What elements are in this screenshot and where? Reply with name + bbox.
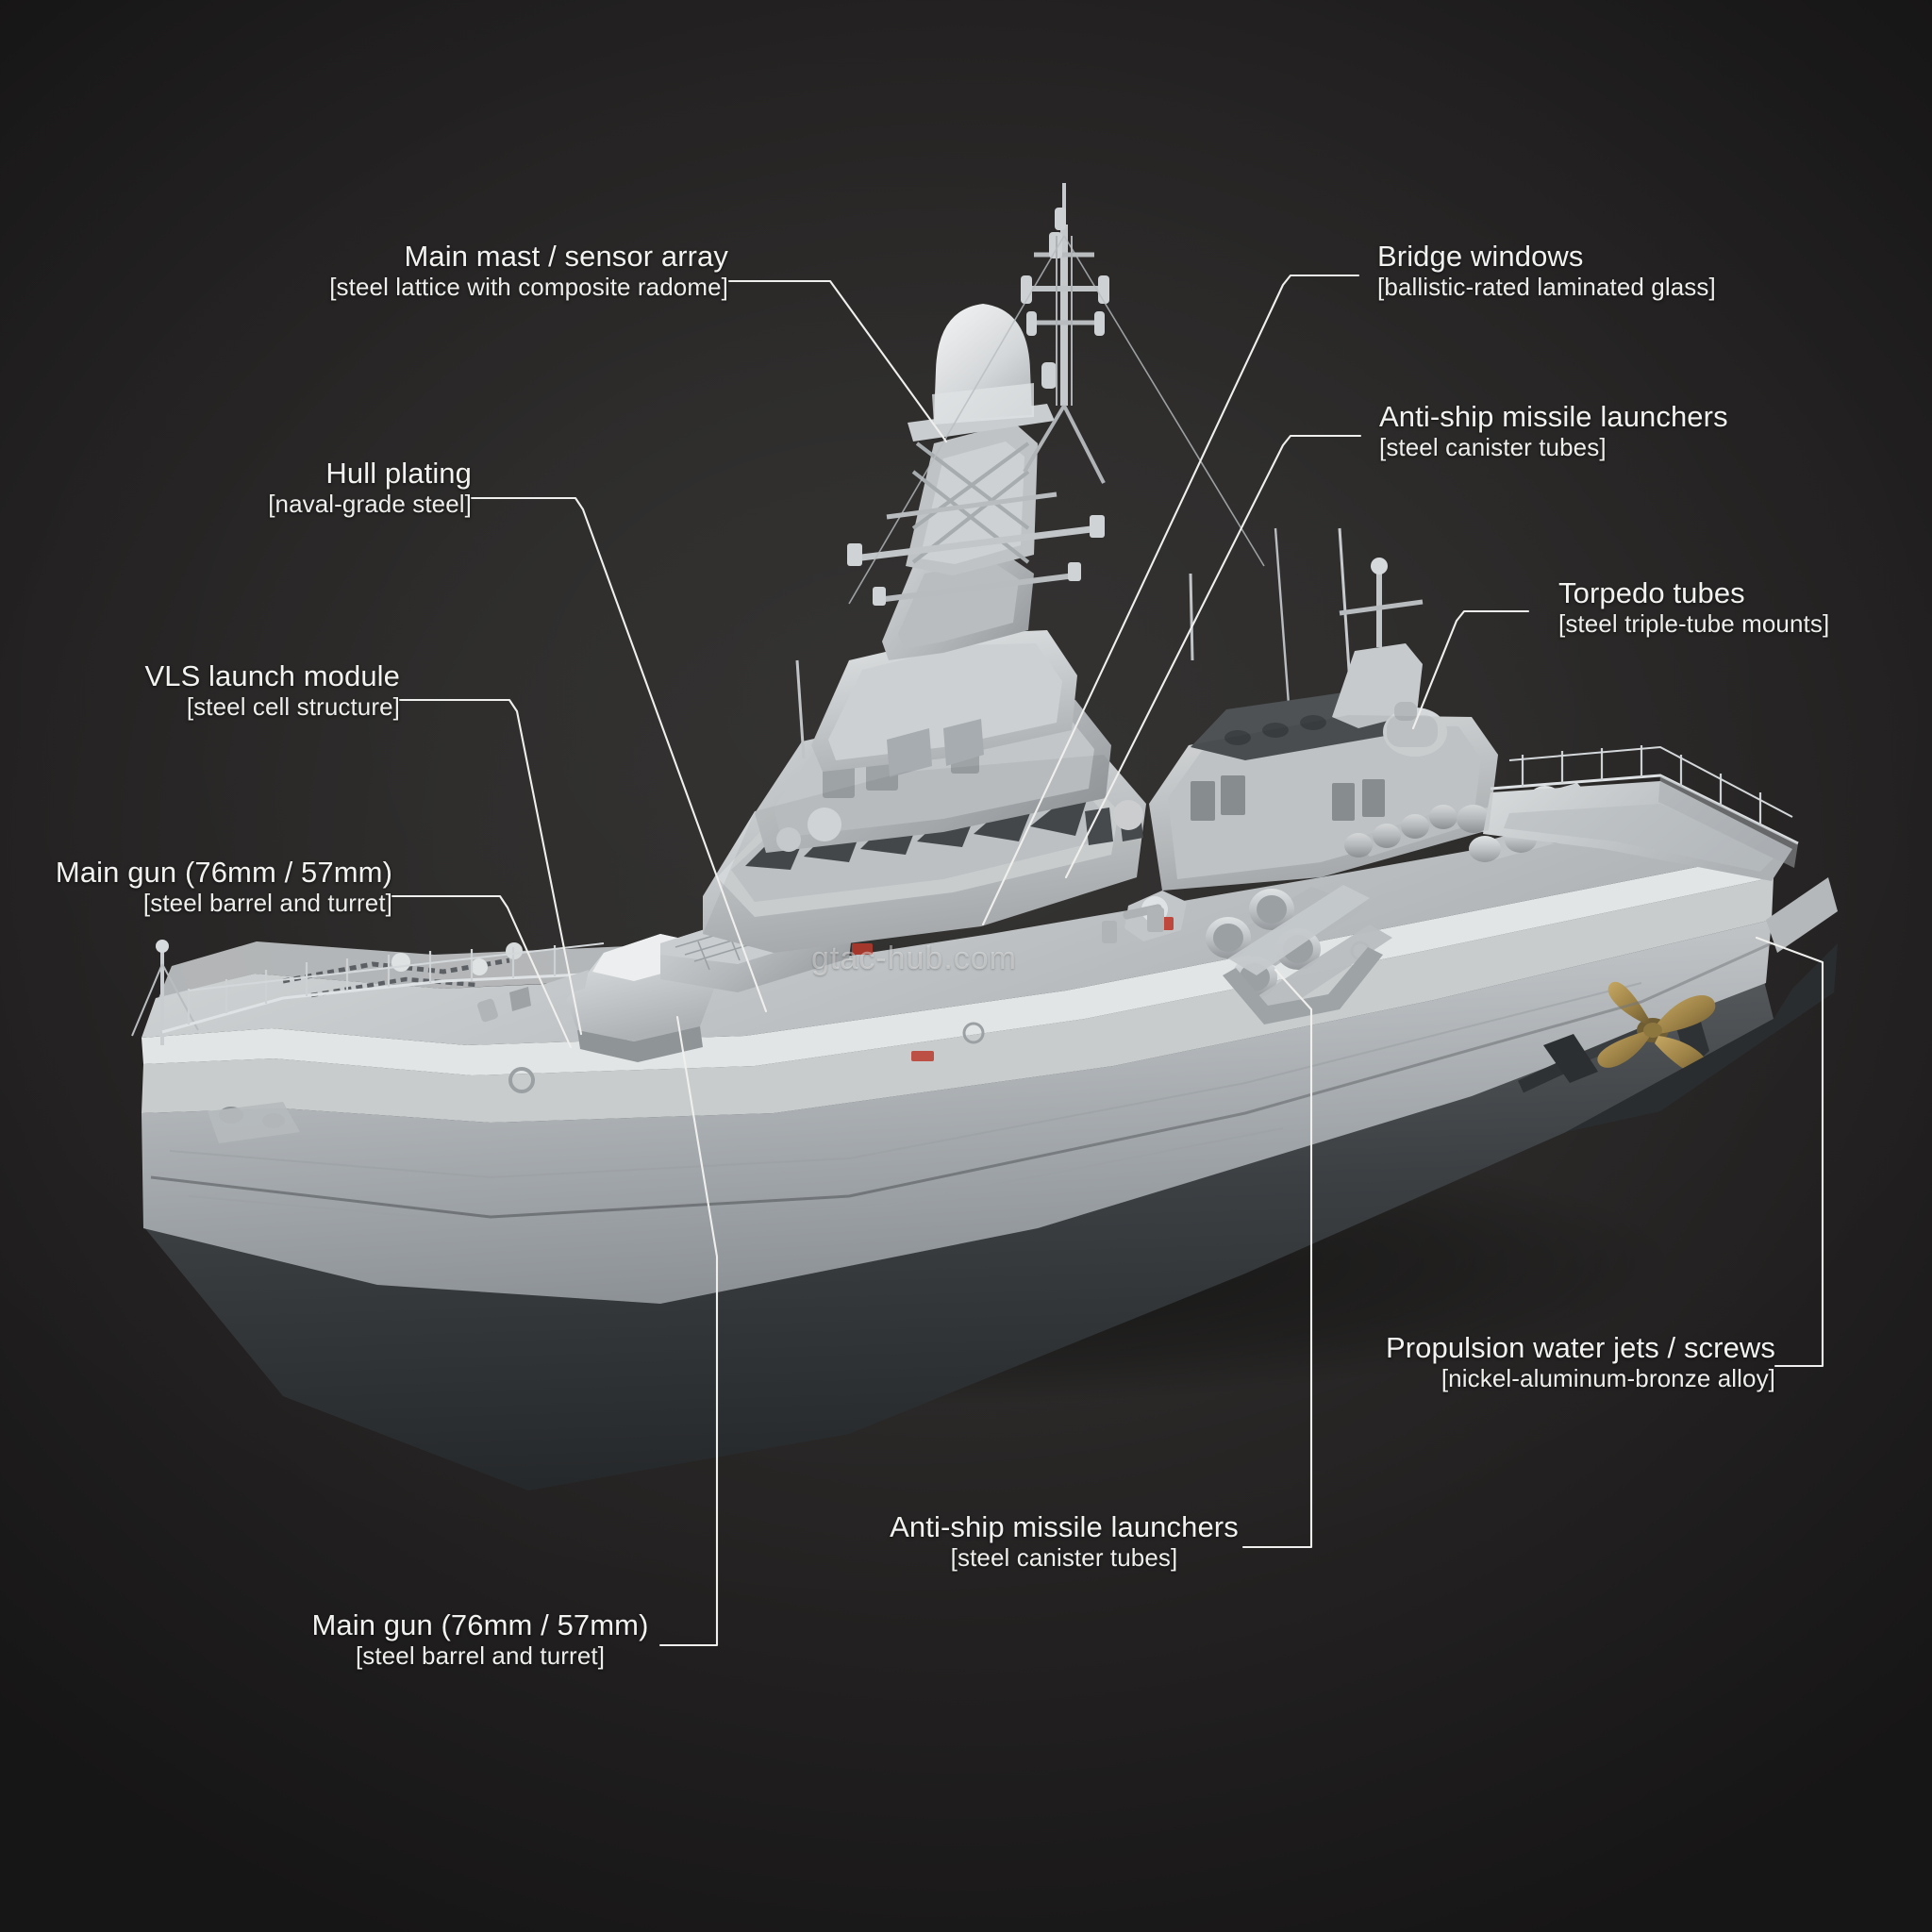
annotation-title: Propulsion water jets / screws [1385, 1331, 1775, 1364]
annotation-title: Bridge windows [1377, 240, 1584, 273]
annotation-title: Anti-ship missile launchers [890, 1510, 1239, 1543]
annotation-material: [nickel-aluminum-bronze alloy] [1441, 1363, 1775, 1392]
annotation-title: Hull plating [325, 457, 472, 490]
annotation-material: [steel barrel and turret] [142, 888, 392, 917]
annotation-title: Main gun (76mm / 57mm) [55, 856, 392, 889]
annotation-title: Anti-ship missile launchers [1379, 400, 1728, 433]
annotation-asm-launchers-upper: Anti-ship missile launchers [steel canis… [1379, 400, 1870, 461]
annotation-title: Torpedo tubes [1558, 576, 1745, 609]
annotation-title: Main mast / sensor array [404, 240, 728, 273]
annotation-material: [naval-grade steel] [268, 489, 472, 518]
annotation-material: [steel lattice with composite radome] [329, 272, 728, 301]
annotation-bridge-windows: Bridge windows [ballistic-rated laminate… [1377, 240, 1868, 301]
annotation-asm-launchers-lower: Anti-ship missile launchers [steel canis… [885, 1510, 1243, 1572]
annotation-material: [steel barrel and turret] [355, 1641, 606, 1670]
annotation-main-gun-left: Main gun (76mm / 57mm) [steel barrel and… [9, 856, 392, 917]
watermark: gtac-hub.com [811, 941, 1017, 976]
annotation-material: [ballistic-rated laminated glass] [1377, 272, 1716, 301]
annotation-vls-module: VLS launch module [steel cell structure] [60, 659, 400, 721]
annotation-material: [steel triple-tube mounts] [1558, 608, 1830, 638]
annotation-torpedo-tubes: Torpedo tubes [steel triple-tube mounts] [1558, 576, 1932, 638]
annotation-title: Main gun (76mm / 57mm) [311, 1608, 649, 1641]
annotation-title: VLS launch module [144, 659, 400, 692]
annotation-main-mast: Main mast / sensor array [steel lattice … [275, 240, 728, 301]
annotation-material: [steel canister tubes] [1379, 432, 1607, 461]
annotation-propulsion: Propulsion water jets / screws [nickel-a… [1358, 1331, 1775, 1392]
annotation-main-gun-bottom: Main gun (76mm / 57mm) [steel barrel and… [300, 1608, 660, 1670]
annotation-hull-plating: Hull plating [naval-grade steel] [132, 457, 472, 518]
annotation-material: [steel cell structure] [186, 691, 400, 721]
annotation-material: [steel canister tubes] [950, 1542, 1178, 1572]
